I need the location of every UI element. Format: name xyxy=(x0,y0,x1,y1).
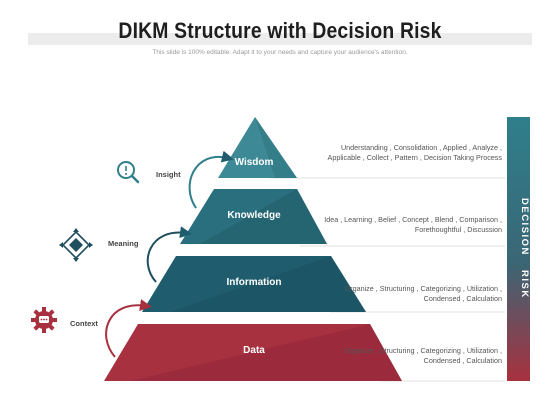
side-bar-risk-text: RISK xyxy=(519,270,530,299)
level-knowledge-shape xyxy=(180,189,327,244)
context-arrow xyxy=(105,299,152,358)
insight-arrow xyxy=(188,150,234,209)
level-label-knowledge: Knowledge xyxy=(227,210,281,221)
side-label-meaning: Meaning xyxy=(108,239,139,248)
level-label-information: Information xyxy=(226,277,282,288)
side-bar-decision-text: DECISION xyxy=(519,198,530,256)
decision-risk-bar xyxy=(507,117,530,381)
level-data-shape xyxy=(104,324,402,381)
page-subtitle: This slide is 100% editable. Adapt it to… xyxy=(152,49,408,56)
level-information-shape xyxy=(142,256,366,312)
level-description-knowledge: Idea , Learning , Belief , Concept , Ble… xyxy=(324,215,502,234)
level-label-data: Data xyxy=(243,345,265,356)
page-title: DIKM Structure with Decision Risk xyxy=(118,18,442,43)
level-description-data: Organize , Structuring , Categorizing , … xyxy=(344,346,502,365)
magnifier-lightbulb-icon xyxy=(117,161,140,184)
level-description-wisdom: Understanding , Consolidation , Applied … xyxy=(327,143,502,162)
level-wisdom-shape xyxy=(218,117,297,178)
gear-chat-icon xyxy=(31,307,57,333)
side-label-insight: Insight xyxy=(156,170,181,179)
title-band xyxy=(28,33,532,45)
side-label-context: Context xyxy=(70,319,98,328)
level-separators xyxy=(270,177,505,382)
level-description-information: Organize , Structuring , Categorizing , … xyxy=(344,284,502,303)
level-label-wisdom: Wisdom xyxy=(234,157,274,168)
diamond-arrows-icon xyxy=(59,228,93,262)
meaning-arrow xyxy=(146,226,192,283)
